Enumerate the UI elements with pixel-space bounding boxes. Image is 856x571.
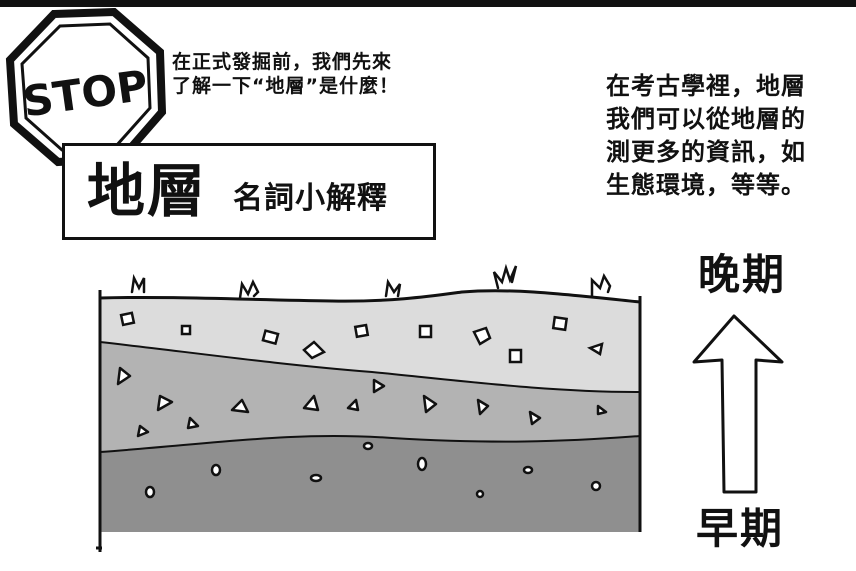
stratum-early	[100, 436, 640, 532]
stratum-late	[100, 290, 640, 392]
stones-top-layer	[119, 311, 604, 364]
title-subtitle: 名詞小解釋	[233, 181, 388, 216]
description-line-2: 我們可以從地層的	[606, 105, 806, 133]
grass-tufts	[130, 263, 612, 300]
strata-illustration	[96, 263, 642, 552]
stones-middle-layer	[116, 366, 608, 438]
arrow-up-icon	[692, 314, 784, 494]
intro-line-2: 了解一下“地層”是什麼！	[172, 75, 399, 97]
intro-line-1: 在正式發掘前，我們先來	[172, 51, 393, 73]
title-main: 地層	[87, 157, 208, 225]
title-box: 地層 名詞小解釋	[62, 143, 436, 240]
top-border	[0, 0, 856, 7]
description-line-4: 生態環境，等等。	[606, 171, 806, 199]
label-early-period: 早期	[696, 504, 785, 553]
stratum-middle	[100, 342, 640, 452]
intro-text: 在正式發掘前，我們先來 了解一下“地層”是什麼！	[172, 50, 492, 98]
description-line-3: 測更多的資訊，如	[606, 138, 806, 166]
stones-bottom-layer	[144, 441, 602, 499]
description-text: 在考古學裡，地層 我們可以從地層的 測更多的資訊，如 生態環境，等等。	[606, 70, 856, 202]
label-late-period: 晚期	[698, 250, 787, 299]
description-line-1: 在考古學裡，地層	[606, 72, 806, 100]
